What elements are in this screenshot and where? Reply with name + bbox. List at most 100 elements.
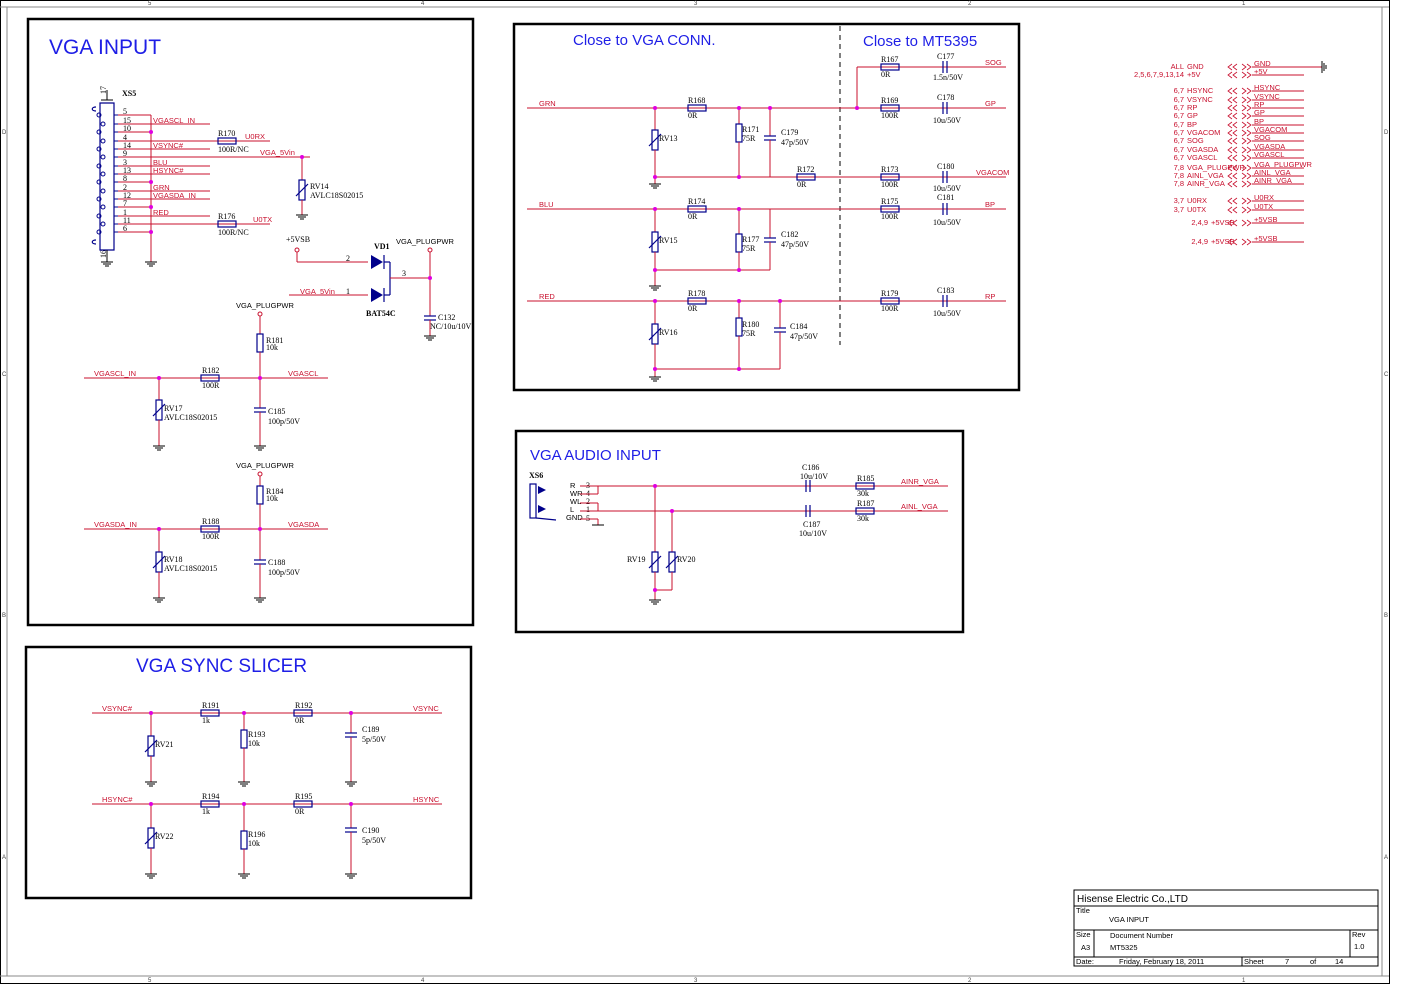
svg-text:10k: 10k: [266, 343, 278, 352]
svg-text:AVLC18S02015: AVLC18S02015: [164, 413, 217, 422]
size-label: Size: [1076, 930, 1091, 939]
svg-text:75R: 75R: [742, 329, 756, 338]
port-signal-name: SOG: [1187, 136, 1204, 145]
svg-text:100R: 100R: [881, 111, 899, 120]
offpage-connector-icon: [1227, 63, 1252, 71]
col-mark: 3: [694, 978, 698, 984]
block-title: Close to MT5395: [863, 33, 977, 50]
svg-text:BLU: BLU: [539, 200, 554, 209]
port-sheet-refs: ALL: [1171, 62, 1184, 71]
pin-socket: [100, 221, 106, 227]
port-signal-name: HSYNC: [1187, 86, 1214, 95]
svg-text:RV18: RV18: [164, 555, 182, 564]
svg-text:R174: R174: [688, 197, 705, 206]
sync-slicer-network: VSYNC# VSYNC R191 1k R192 0R RV21 R193 1…: [92, 701, 442, 879]
row-mark: B: [1384, 613, 1388, 619]
port-label: +5VSB: [1254, 215, 1278, 224]
svg-text:RV21: RV21: [155, 740, 173, 749]
svg-text:C132: C132: [438, 313, 455, 322]
svg-text:C185: C185: [268, 407, 285, 416]
port-label: AINL_VGA: [1254, 168, 1291, 177]
offpage-connector-icon: [1227, 154, 1252, 162]
port-sheet-refs: 6,7: [1174, 103, 1184, 112]
svg-text:100R: 100R: [202, 381, 220, 390]
port-label: VGA_PLUGPWR: [1254, 160, 1313, 169]
offpage-connector-icon: [1227, 137, 1252, 145]
svg-text:VSYNC#: VSYNC#: [102, 704, 133, 713]
port-signal-name: VGASCL: [1187, 153, 1217, 162]
varistor-rv14: RV14 AVLC18S02015: [295, 155, 363, 220]
svg-text:U0TX: U0TX: [253, 215, 272, 224]
svg-text:GND: GND: [566, 513, 583, 522]
port-signal-name: +5VSB: [1211, 237, 1235, 246]
rgb-block: [512, 22, 1021, 392]
port-sheet-refs: 7,8: [1174, 171, 1184, 180]
svg-text:C183: C183: [937, 286, 954, 295]
port-signal-name: AINL_VGA: [1187, 171, 1224, 180]
date-value: Friday, February 18, 2011: [1119, 957, 1204, 966]
col-mark: 5: [148, 978, 152, 984]
port-signal-name: RP: [1187, 103, 1197, 112]
svg-text:10k: 10k: [248, 839, 260, 848]
svg-text:HSYNC: HSYNC: [413, 795, 440, 804]
port-label: BP: [1254, 117, 1264, 126]
port-sheet-refs: 7,8: [1174, 179, 1184, 188]
col-mark: 2: [968, 1, 972, 7]
net-label: VSYNC#: [153, 141, 184, 150]
col-mark: 1: [1242, 1, 1246, 7]
col-mark: 2: [968, 978, 972, 984]
pin-socket: [96, 112, 102, 118]
svg-text:RP: RP: [985, 292, 995, 301]
svg-text:C189: C189: [362, 725, 379, 734]
sheet-label: Sheet: [1244, 957, 1265, 966]
port-label: VGACOM: [1254, 125, 1287, 134]
port-signal-name: AINR_VGA: [1187, 179, 1225, 188]
svg-text:VGA_PLUGPWR: VGA_PLUGPWR: [396, 237, 455, 246]
block-title: VGA SYNC SLICER: [136, 656, 307, 677]
svg-text:0R: 0R: [688, 212, 698, 221]
vga-connector-xs5: XS5 17 16: [91, 86, 136, 267]
svg-text:0R: 0R: [295, 716, 305, 725]
pin-socket: [100, 121, 106, 127]
sheet-number: 7: [1285, 957, 1289, 966]
connector-pin-number: 11: [123, 216, 131, 225]
port-label: +5V: [1254, 67, 1268, 76]
net-label: GRN: [153, 183, 170, 192]
connector-pin-number: 8: [123, 174, 127, 183]
svg-text:R176: R176: [218, 212, 235, 221]
pin-socket: [100, 204, 106, 210]
row-mark: D: [2, 130, 7, 136]
svg-text:100R: 100R: [881, 212, 899, 221]
offpage-connector-icon: [1227, 219, 1252, 227]
svg-text:47p/50V: 47p/50V: [790, 332, 818, 341]
col-mark: 3: [694, 1, 698, 7]
svg-text:R178: R178: [688, 289, 705, 298]
svg-text:10u/50V: 10u/50V: [933, 184, 961, 193]
svg-text:C181: C181: [937, 193, 954, 202]
row-mark: A: [1384, 855, 1388, 861]
connector-pin-number: 7: [123, 199, 127, 208]
port-signal-name: GND: [1187, 62, 1204, 71]
svg-text:10u/50V: 10u/50V: [933, 218, 961, 227]
vgasda-network: VGA_PLUGPWR R184 10k VGASDA_IN VGASDA R1…: [84, 461, 328, 603]
port-signal-name: +5VSB: [1211, 218, 1235, 227]
svg-text:C186: C186: [802, 463, 819, 472]
block-title: VGA AUDIO INPUT: [530, 447, 661, 464]
svg-text:R170: R170: [218, 129, 235, 138]
svg-text:U0RX: U0RX: [245, 132, 265, 141]
svg-text:30k: 30k: [857, 514, 869, 523]
port-label: VGASCL: [1254, 150, 1284, 159]
svg-text:C190: C190: [362, 826, 379, 835]
port-label: RP: [1254, 100, 1264, 109]
svg-text:47p/50V: 47p/50V: [781, 240, 809, 249]
col-mark: 4: [421, 1, 425, 7]
svg-text:VD1: VD1: [374, 242, 390, 251]
col-mark: 1: [1242, 978, 1246, 984]
svg-text:100p/50V: 100p/50V: [268, 568, 300, 577]
port-label: VSYNC: [1254, 92, 1280, 101]
block-title: VGA INPUT: [49, 36, 161, 59]
svg-text:VGASCL: VGASCL: [288, 369, 318, 378]
svg-text:100R/NC: 100R/NC: [218, 145, 249, 154]
svg-text:RV15: RV15: [659, 236, 677, 245]
svg-text:C178: C178: [937, 93, 954, 102]
